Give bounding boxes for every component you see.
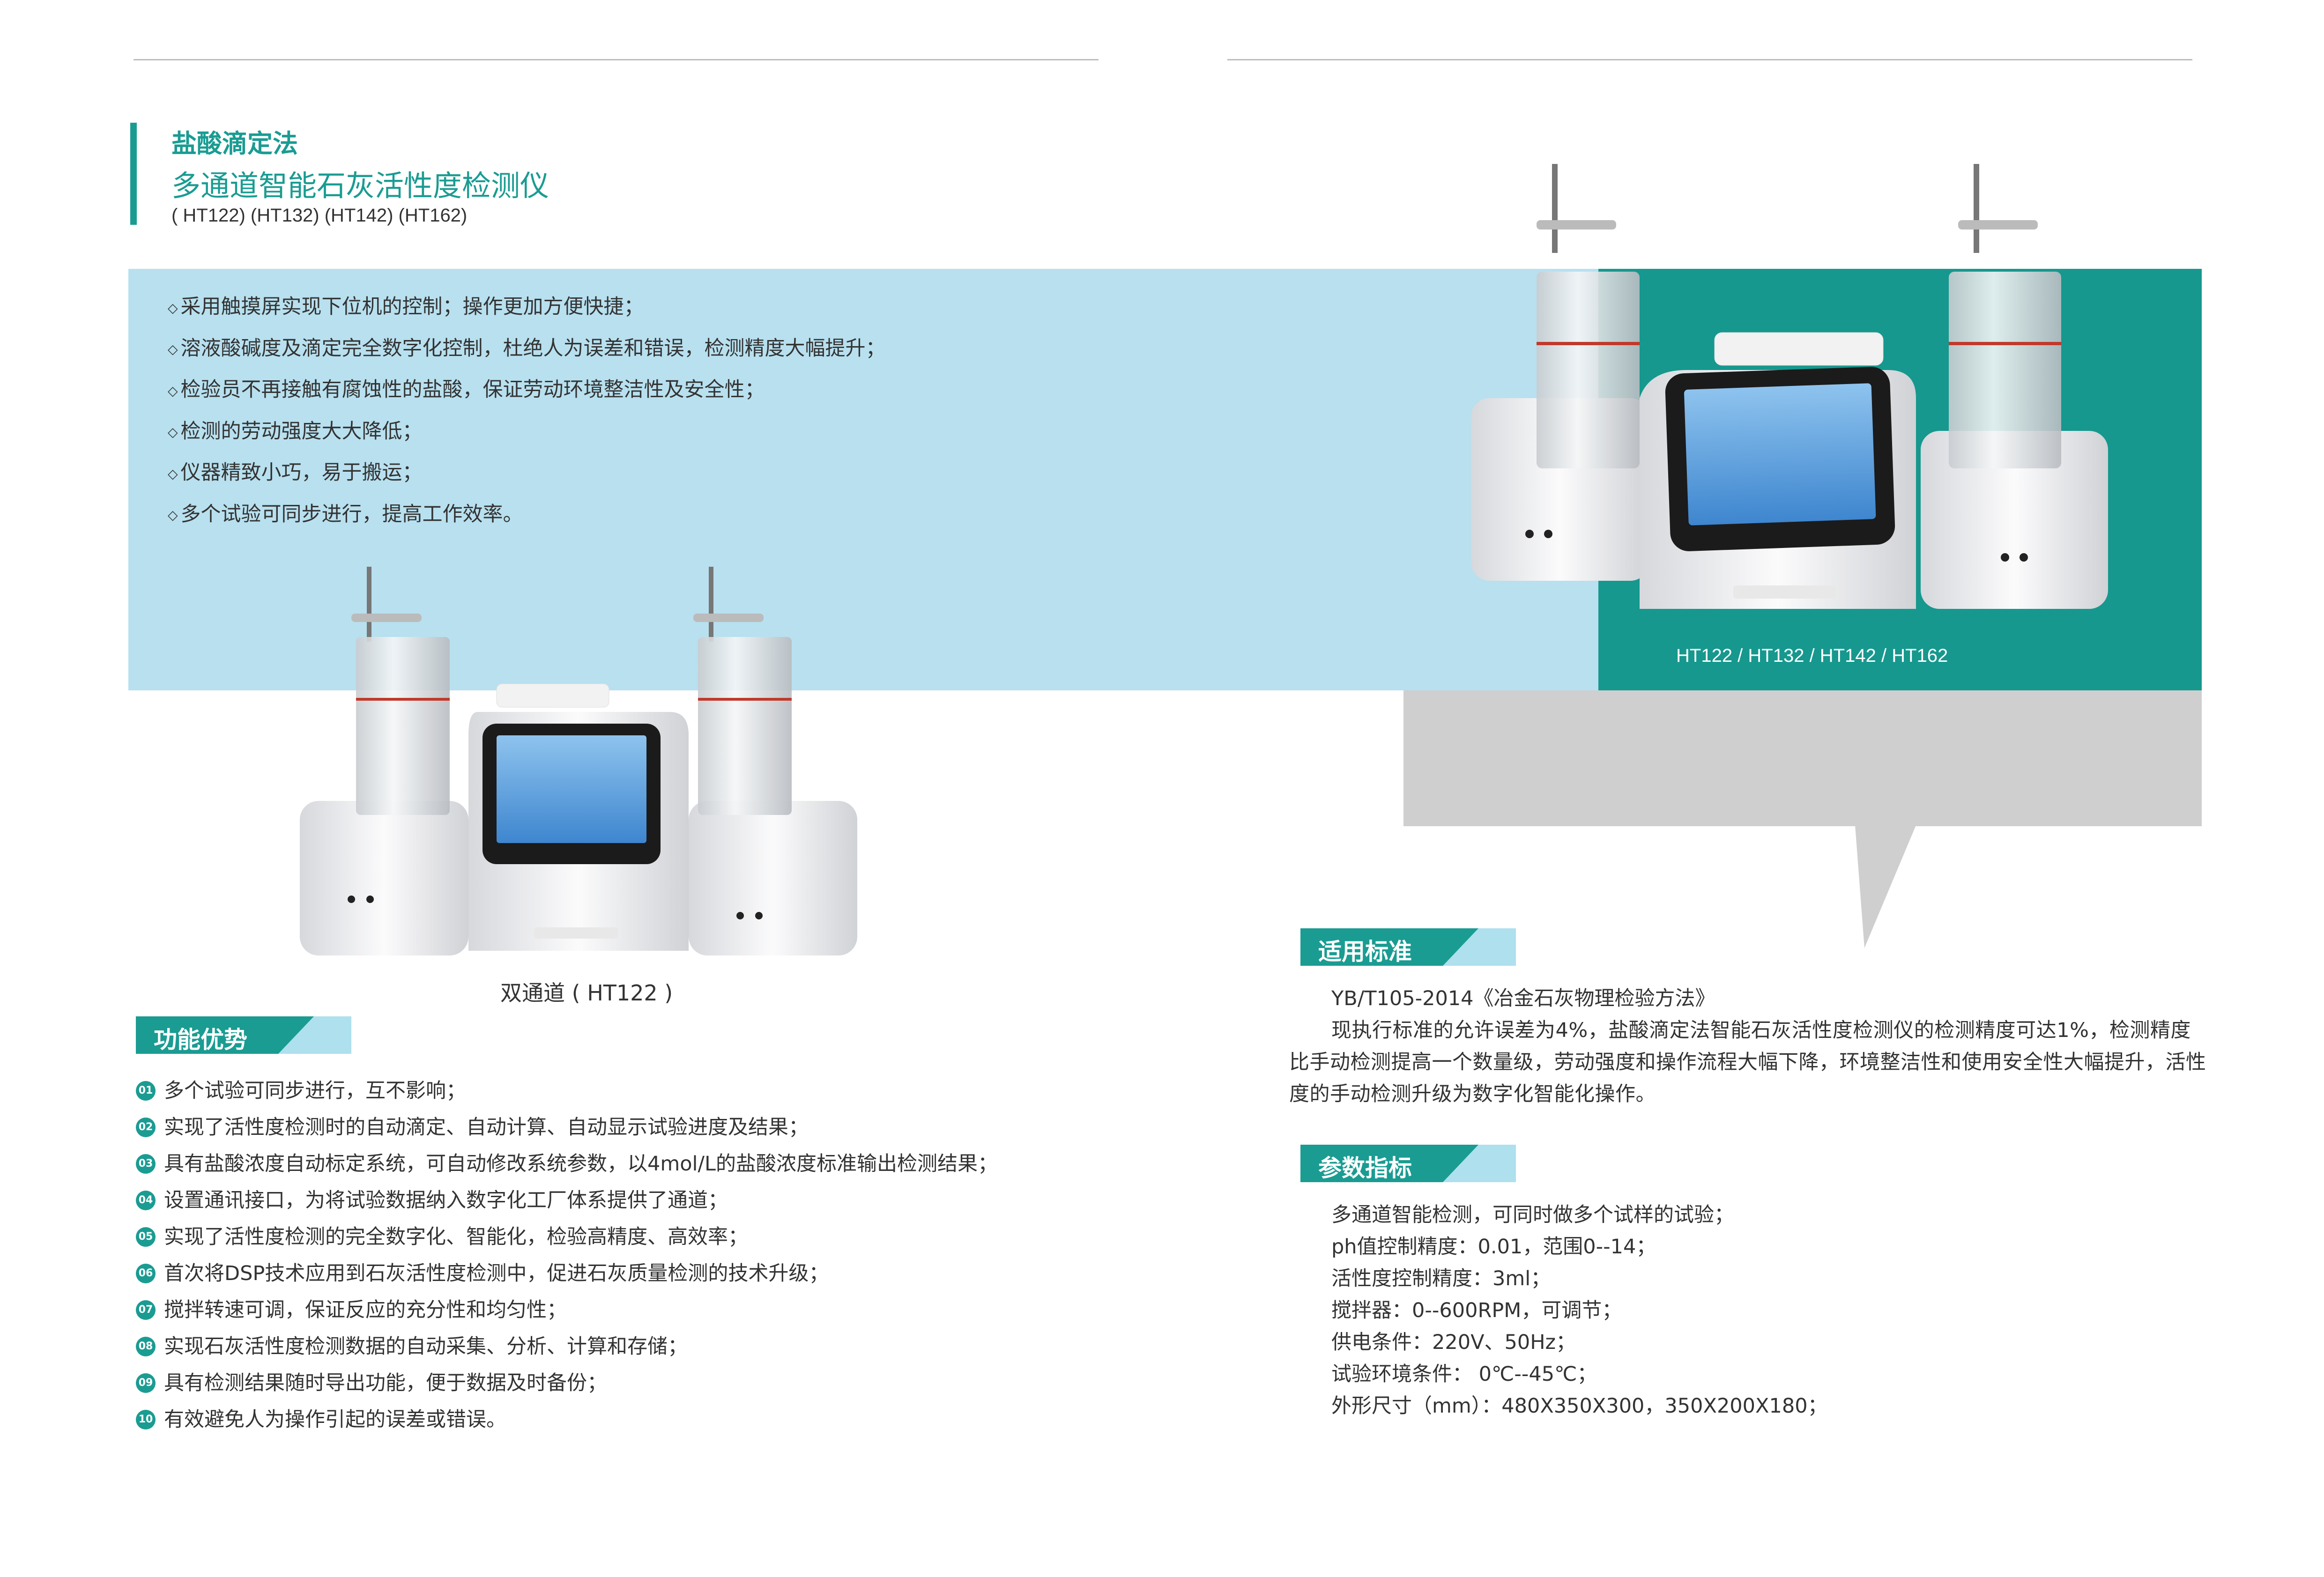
list-item: 04 设置通讯接口，为将试验数据纳入数字化工厂体系提供了通道；: [136, 1182, 998, 1219]
feature-item: 多个试验可同步进行，提高工作效率。: [168, 494, 886, 536]
feature-item: 采用触摸屏实现下位机的控制；操作更加方便快捷；: [168, 287, 886, 328]
params-heading-text: 参数指标: [1318, 1155, 1412, 1182]
number-badge: 05: [136, 1227, 156, 1247]
number-badge: 08: [136, 1337, 156, 1356]
list-item-text: 设置通讯接口，为将试验数据纳入数字化工厂体系提供了通道；: [164, 1189, 728, 1212]
list-item: 03 具有盐酸浓度自动标定系统，可自动修改系统参数，以4mol/L的盐酸浓度标准输…: [136, 1146, 998, 1182]
speech-bubble: [1403, 690, 2202, 826]
feature-item: 溶液酸碱度及滴定完全数字化控制，杜绝人为误差和错误，检测精度大幅提升；: [168, 328, 886, 370]
param-item: 搅拌器：0--600RPM，可调节；: [1331, 1299, 1622, 1322]
title-accent-bar: [130, 123, 137, 225]
standard-heading-text: 适用标准: [1318, 938, 1412, 965]
list-item-text: 多个试验可同步进行，互不影响；: [164, 1079, 466, 1103]
number-badge: 09: [136, 1373, 156, 1393]
list-item-text: 实现了活性度检测的完全数字化、智能化，检验高精度、高效率；: [164, 1225, 748, 1249]
page-title: 盐酸滴定法: [171, 129, 298, 158]
advantages-heading: 功能优势: [136, 1016, 351, 1054]
instrument-caption-small: 双通道 ( HT122 ): [500, 980, 673, 1006]
feature-item: 仪器精致小巧，易于搬运；: [168, 452, 886, 494]
list-item-text: 实现石灰活性度检测数据的自动采集、分析、计算和存储；: [164, 1335, 688, 1358]
instrument-caption-large: HT122 / HT132 / HT142 / HT162: [1676, 645, 1948, 666]
list-item: 06 首次将DSP技术应用到石灰活性度检测中，促进石灰质量检测的技术升级；: [136, 1255, 998, 1292]
list-item: 05 实现了活性度检测的完全数字化、智能化，检验高精度、高效率；: [136, 1219, 998, 1255]
speech-bubble-tail: [1855, 825, 1916, 948]
list-item-text: 具有盐酸浓度自动标定系统，可自动修改系统参数，以4mol/L的盐酸浓度标准输出检…: [164, 1152, 998, 1176]
feature-list: 采用触摸屏实现下位机的控制；操作更加方便快捷； 溶液酸碱度及滴定完全数字化控制，…: [168, 287, 886, 535]
list-item-text: 搅拌转速可调，保证反应的充分性和均匀性；: [164, 1298, 567, 1322]
params-list: 多通道智能检测，可同时做多个试样的试验； ph值控制精度：0.01，范围0--1…: [1331, 1199, 1828, 1422]
param-item: ph值控制精度：0.01，范围0--14；: [1331, 1235, 1656, 1259]
list-item: 02 实现了活性度检测时的自动滴定、自动计算、自动显示试验进度及结果；: [136, 1109, 998, 1146]
number-badge: 03: [136, 1154, 156, 1174]
param-item: 外形尺寸（mm）：480X350X300，350X200X180；: [1331, 1394, 1828, 1418]
standard-body: YB/T105-2014《冶金石灰物理检验方法》 现执行标准的允许误差为4%，盐…: [1289, 983, 2207, 1110]
number-badge: 04: [136, 1191, 156, 1210]
standard-paragraph: 现执行标准的允许误差为4%，盐酸滴定法智能石灰活性度检测仪的检测精度可达1%，检…: [1289, 1019, 2206, 1106]
standard-line: YB/T105-2014《冶金石灰物理检验方法》: [1331, 987, 1715, 1010]
list-item-text: 实现了活性度检测时的自动滴定、自动计算、自动显示试验进度及结果；: [164, 1116, 809, 1139]
number-badge: 10: [136, 1410, 156, 1429]
advantages-heading-text: 功能优势: [154, 1026, 247, 1053]
list-item-text: 具有检测结果随时导出功能，便于数据及时备份；: [164, 1371, 607, 1395]
param-item: 试验环境条件： 0℃--45℃；: [1331, 1362, 1597, 1386]
param-item: 供电条件：220V、50Hz；: [1331, 1331, 1576, 1354]
params-heading: 参数指标: [1300, 1145, 1516, 1182]
param-item: 多通道智能检测，可同时做多个试样的试验；: [1331, 1203, 1734, 1227]
page-subtitle: 多通道智能石灰活性度检测仪: [171, 169, 549, 203]
top-rule-left: [134, 59, 1099, 60]
instrument-illustration-large: [1471, 164, 2108, 609]
list-item: 07 搅拌转速可调，保证反应的充分性和均匀性；: [136, 1292, 998, 1328]
list-item: 10 有效避免人为操作引起的误差或错误。: [136, 1401, 998, 1438]
advantages-list: 01 多个试验可同步进行，互不影响； 02 实现了活性度检测时的自动滴定、自动计算、…: [136, 1073, 998, 1438]
list-item: 01 多个试验可同步进行，互不影响；: [136, 1073, 998, 1109]
feature-item: 检测的劳动强度大大降低；: [168, 411, 886, 453]
feature-item: 检验员不再接触有腐蚀性的盐酸，保证劳动环境整洁性及安全性；: [168, 370, 886, 411]
number-badge: 06: [136, 1264, 156, 1283]
instrument-illustration-small: [300, 567, 857, 955]
model-list: ( HT122) (HT132) (HT142) (HT162): [171, 205, 468, 226]
list-item-text: 有效避免人为操作引起的误差或错误。: [164, 1408, 506, 1431]
number-badge: 01: [136, 1081, 156, 1101]
list-item-text: 首次将DSP技术应用到石灰活性度检测中，促进石灰质量检测的技术升级；: [164, 1262, 829, 1285]
number-badge: 07: [136, 1300, 156, 1320]
standard-heading: 适用标准: [1300, 928, 1516, 966]
top-rule-right: [1227, 59, 2192, 60]
number-badge: 02: [136, 1118, 156, 1137]
param-item: 活性度控制精度：3ml；: [1331, 1267, 1551, 1290]
list-item: 08 实现石灰活性度检测数据的自动采集、分析、计算和存储；: [136, 1328, 998, 1365]
list-item: 09 具有检测结果随时导出功能，便于数据及时备份；: [136, 1365, 998, 1401]
